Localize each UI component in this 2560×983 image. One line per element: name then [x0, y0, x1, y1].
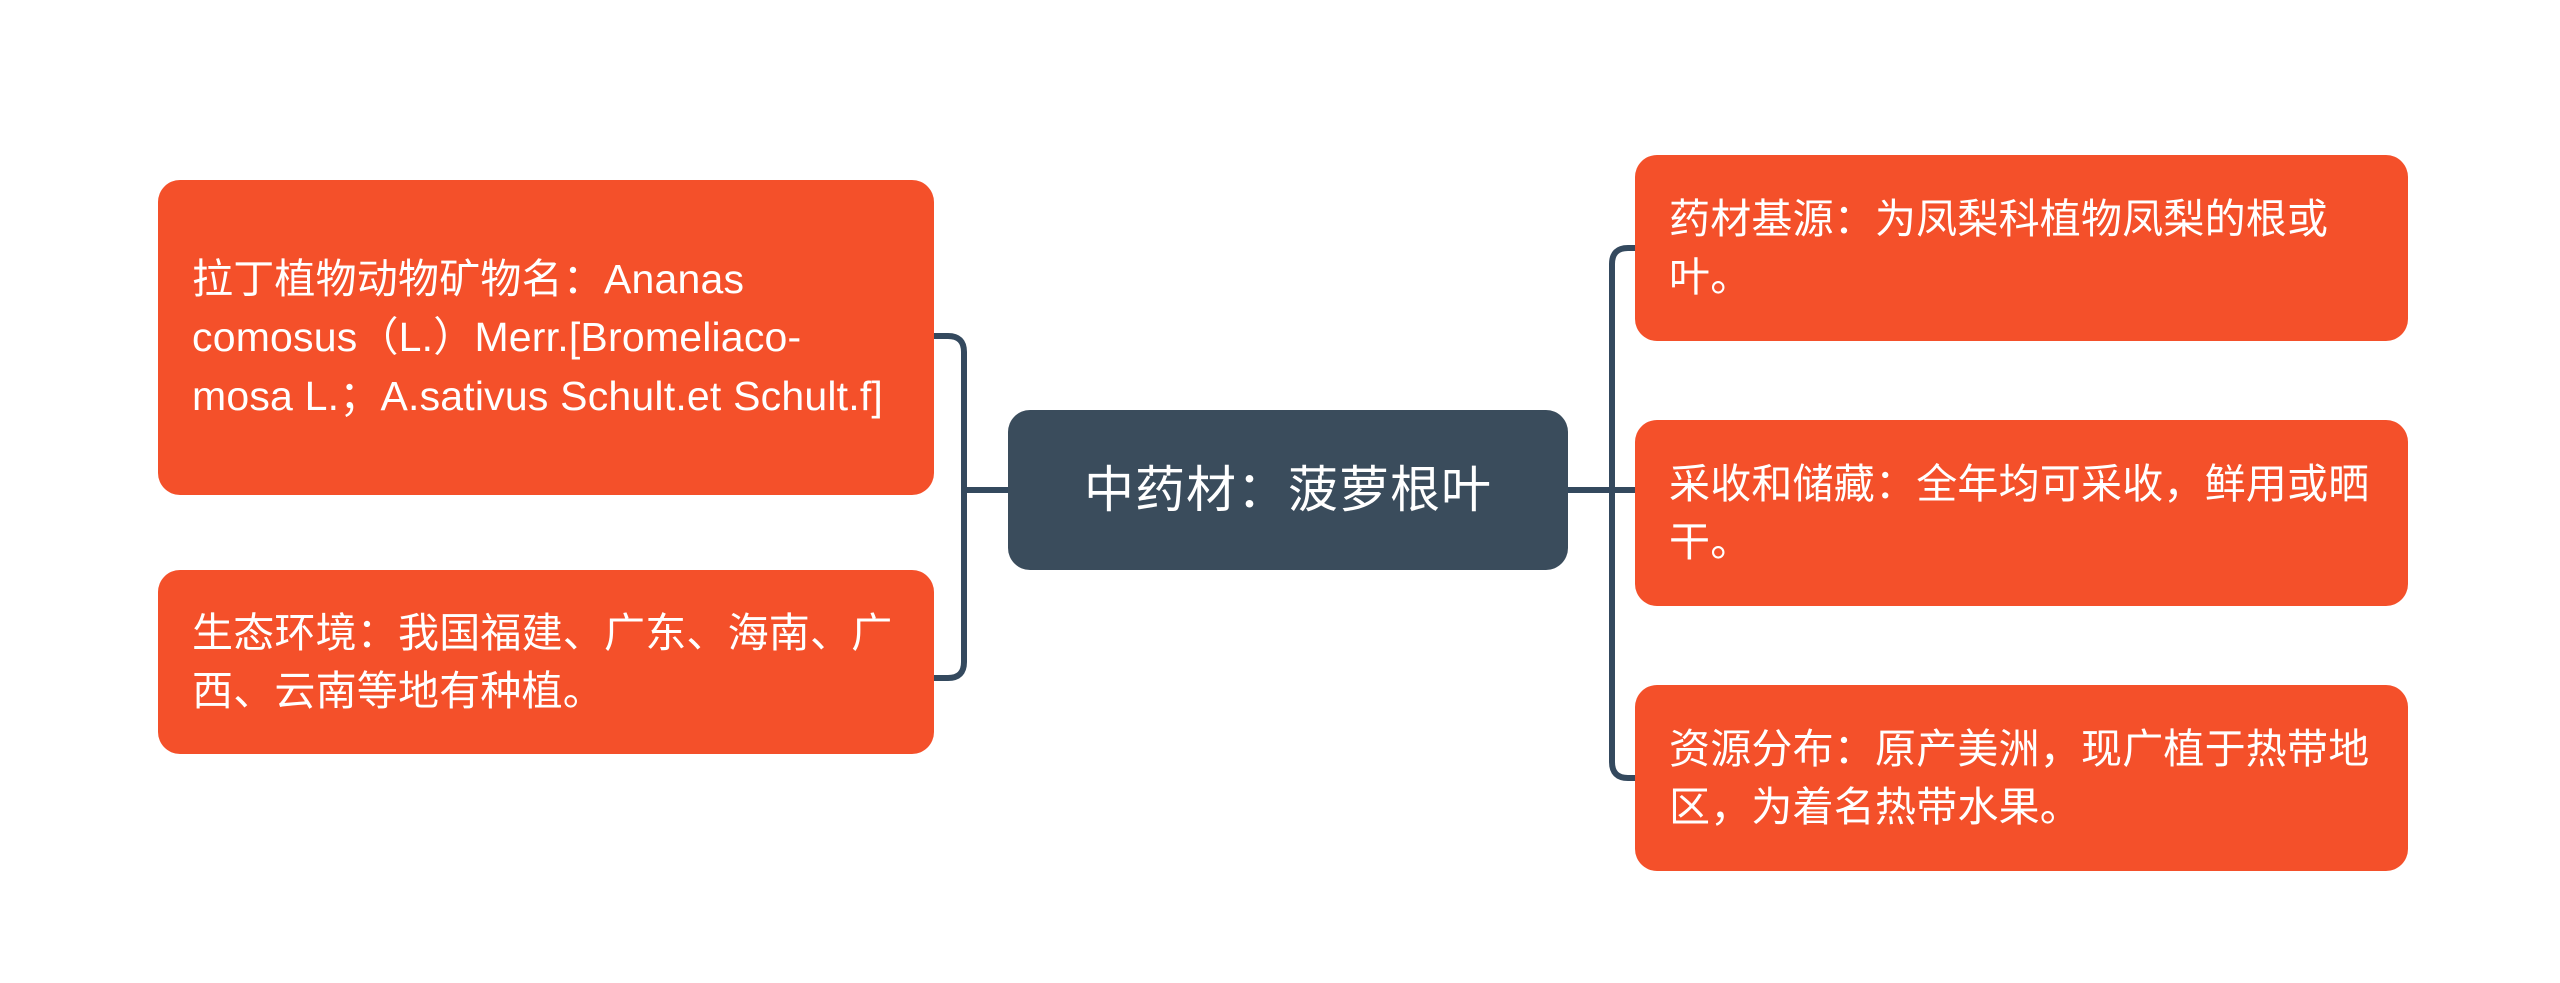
branch-node-latin-name[interactable]: 拉丁植物动物矿物名：Ananas comosus（L.）Merr.[Bromel… — [158, 180, 934, 495]
branch-node-distribution[interactable]: 资源分布：原产美洲，现广植于热带地区，为着名热带水果。 — [1635, 685, 2408, 871]
central-node[interactable]: 中药材：菠萝根叶 — [1008, 410, 1568, 570]
branch-node-harvest-label: 采收和储藏：全年均可采收，鲜用或晒干。 — [1669, 460, 2370, 565]
central-node-label: 中药材：菠萝根叶 — [1084, 462, 1492, 518]
branch-node-ecology[interactable]: 生态环境：我国福建、广东、海南、广西、云南等地有种植。 — [158, 570, 934, 754]
branch-node-harvest[interactable]: 采收和储藏：全年均可采收，鲜用或晒干。 — [1635, 420, 2408, 606]
connector-right-spine-lower — [1609, 487, 1638, 781]
branch-node-ecology-label: 生态环境：我国福建、广东、海南、广西、云南等地有种植。 — [192, 609, 893, 714]
branch-node-distribution-label: 资源分布：原产美洲，现广植于热带地区，为着名热带水果。 — [1669, 725, 2370, 830]
connector-left-spine — [931, 333, 967, 493]
branch-node-source[interactable]: 药材基源：为凤梨科植物凤梨的根或叶。 — [1635, 155, 2408, 341]
connector-right-spine-upper — [1609, 245, 1638, 493]
branch-node-source-label: 药材基源：为凤梨科植物凤梨的根或叶。 — [1669, 195, 2329, 300]
branch-node-latin-name-label: 拉丁植物动物矿物名：Ananas comosus（L.）Merr.[Bromel… — [192, 256, 884, 419]
connector-left-spine-lower — [931, 487, 967, 681]
